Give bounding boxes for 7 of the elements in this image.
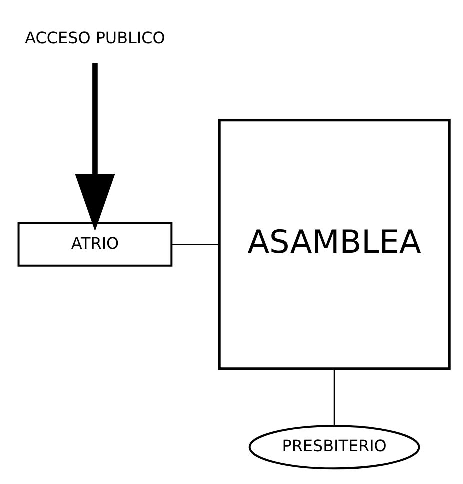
node-ellipse: PRESBITERIO — [248, 425, 420, 470]
node-box: ASAMBLEA — [218, 119, 451, 370]
connector — [334, 369, 336, 426]
connector — [172, 244, 220, 246]
arrow — [75, 63, 116, 232]
node-box: ATRIO — [18, 222, 173, 267]
node-text: ACCESO PUBLICO — [25, 28, 166, 48]
